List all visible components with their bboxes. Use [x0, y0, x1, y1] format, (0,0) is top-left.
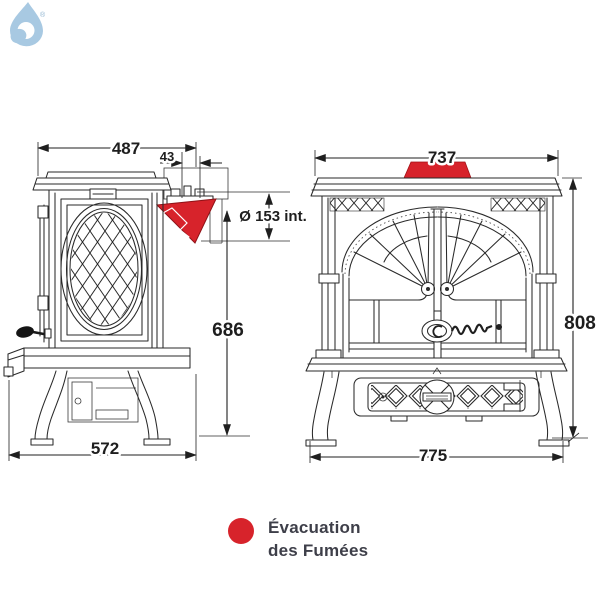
- dimension-side-base-width: 572: [8, 374, 197, 461]
- dim-label-side-base-width: 572: [91, 439, 119, 458]
- dimension-front-base-width: 775: [309, 441, 564, 468]
- registered-mark: ®: [40, 11, 46, 19]
- door-handle-knob: [16, 326, 52, 339]
- dimension-front-height: 808: [552, 177, 598, 443]
- smoke-outlet-highlight-side: [155, 198, 217, 244]
- dim-label-side-top-width: 487: [112, 139, 140, 158]
- legend-red-circle-icon: [228, 518, 254, 544]
- front-view: 737 808 775: [305, 146, 598, 468]
- front-door-handle: [421, 319, 502, 343]
- legend-label: Évacuation des Fumées: [268, 516, 368, 562]
- legend-label-line1: Évacuation: [268, 518, 361, 537]
- dim-label-side-flue-diameter: Ø 153 int.: [239, 208, 307, 225]
- dimension-side-height: 686: [199, 210, 250, 437]
- dim-label-side-flue-offset: 43: [160, 149, 174, 164]
- dim-label-front-top-width: 737: [428, 148, 456, 167]
- dimension-side-flue-offset: 43: [157, 147, 222, 198]
- dim-label-front-height: 808: [564, 313, 596, 334]
- brand-logo-watermark: ®: [9, 2, 46, 47]
- dimension-side-flue-diameter: Ø 153 int.: [197, 191, 309, 242]
- legend-label-line2: des Fumées: [268, 541, 369, 560]
- dim-label-side-height: 686: [212, 320, 244, 341]
- dimension-front-top-width: 737: [314, 146, 559, 176]
- legend: Évacuation des Fumées: [228, 516, 368, 562]
- dim-label-front-base-width: 775: [419, 446, 447, 465]
- dimension-side-top-width: 487: [37, 137, 197, 176]
- droplet-icon: [9, 2, 44, 47]
- side-view: 487 43 Ø 153 int. 686 572: [3, 137, 309, 461]
